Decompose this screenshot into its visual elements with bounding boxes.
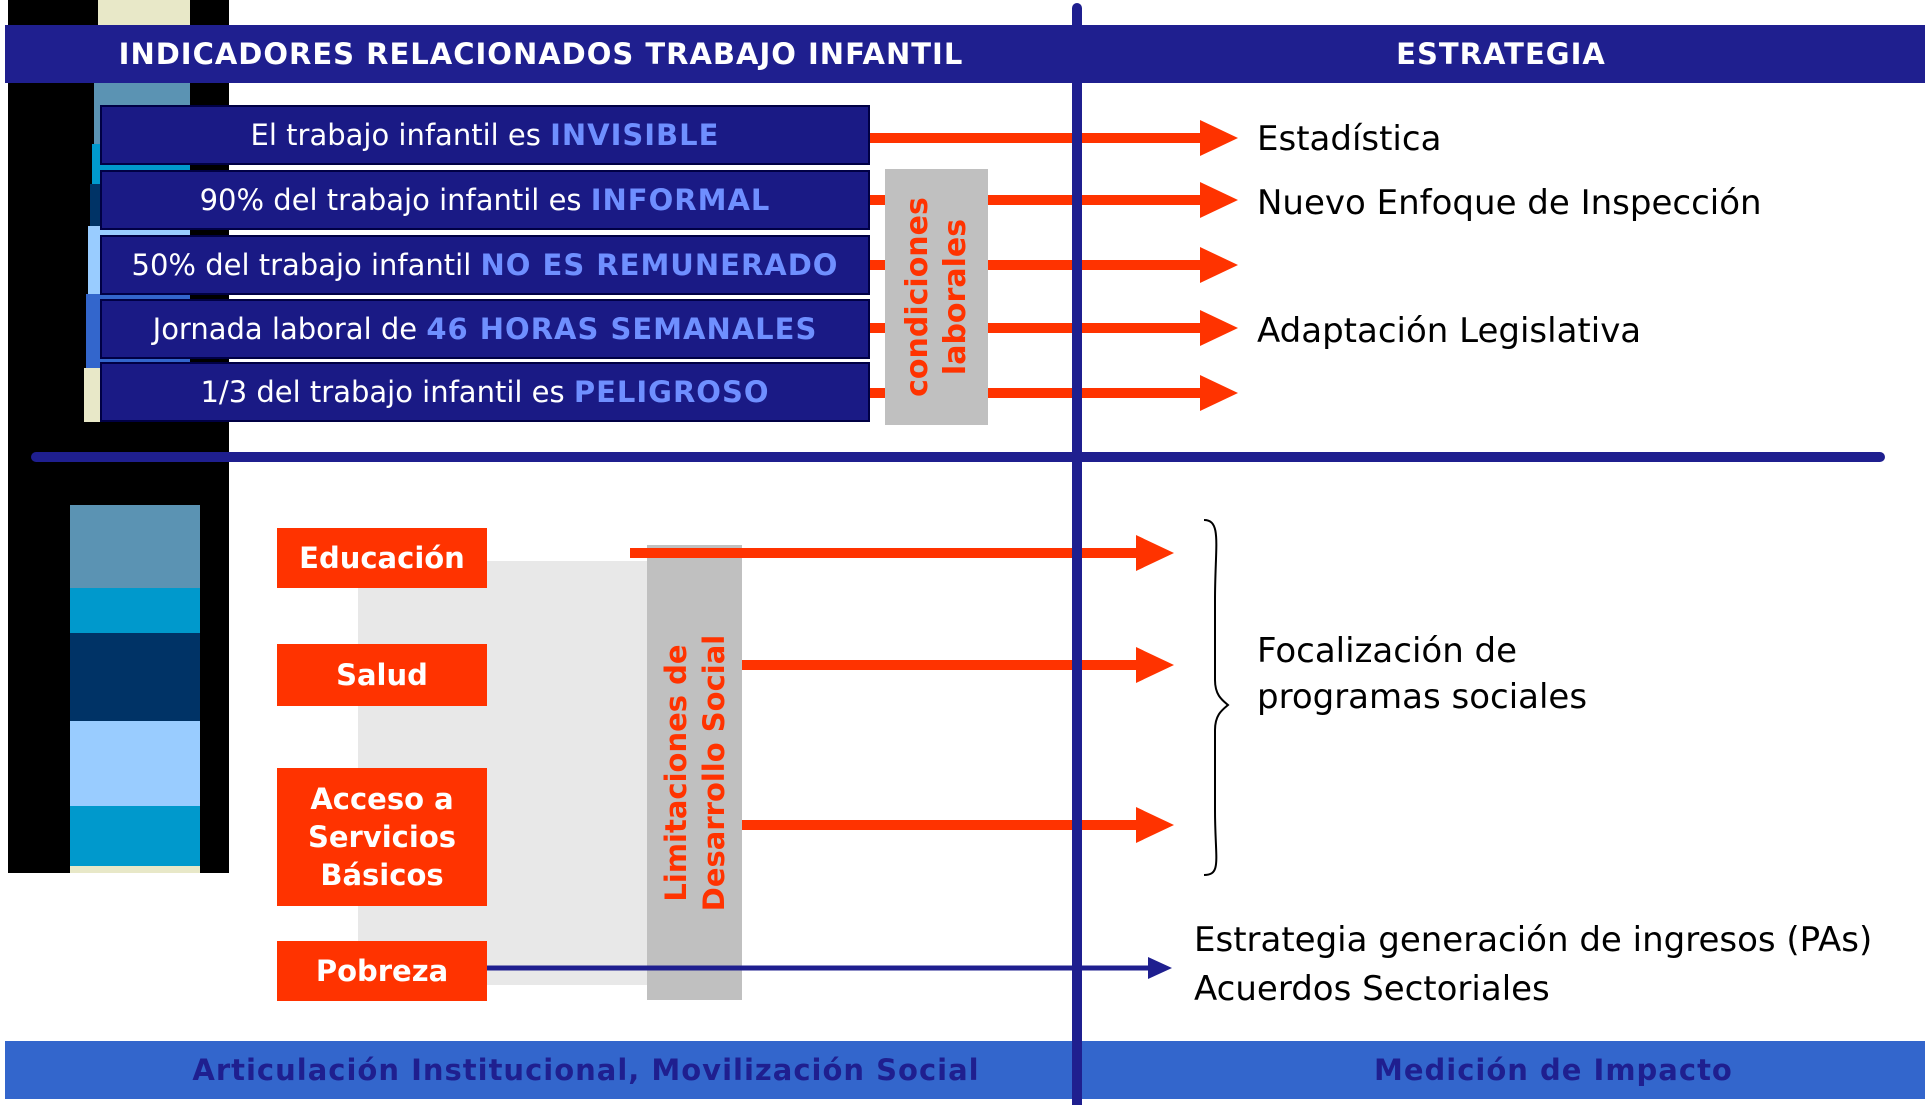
strategy-adaptacion: Adaptación Legislativa xyxy=(1257,311,1642,351)
indicator-prefix: El trabajo infantil es xyxy=(250,118,551,152)
header-right: ESTRATEGIA xyxy=(1077,25,1925,83)
strategy-acuerdos: Acuerdos Sectoriales xyxy=(1194,969,1550,1009)
factor-salud: Salud xyxy=(277,644,487,706)
strip-band-12 xyxy=(70,866,200,873)
factor-pobreza-label: Pobreza xyxy=(315,954,449,988)
vertical-divider-footer xyxy=(1072,1030,1082,1105)
indicator-prefix: 90% del trabajo infantil es xyxy=(199,183,591,217)
strategy-ingresos: Estrategia generación de ingresos (PAs) xyxy=(1194,920,1873,960)
header-right-title: ESTRATEGIA xyxy=(1396,37,1606,71)
footer-left: Articulación Institucional, Movilización… xyxy=(5,1041,1167,1099)
factor-acceso-line3: Básicos xyxy=(320,858,444,892)
indicator-invisible: El trabajo infantil es INVISIBLE xyxy=(100,105,870,165)
indicator-prefix: Jornada laboral de xyxy=(152,312,427,346)
strip-band-8 xyxy=(70,588,200,633)
factor-acceso-line1: Acceso a xyxy=(310,782,454,816)
footer-left-label: Articulación Institucional, Movilización… xyxy=(192,1053,980,1087)
indicator-horas: Jornada laboral de 46 HORAS SEMANALES xyxy=(100,299,870,359)
strip-band-7 xyxy=(70,505,200,593)
header-left: INDICADORES RELACIONADOS TRABAJO INFANTI… xyxy=(5,25,1077,83)
strip-band-9 xyxy=(70,633,200,721)
indicator-highlight: INVISIBLE xyxy=(550,118,720,152)
factor-educacion: Educación xyxy=(277,528,487,588)
strip-band-11 xyxy=(70,806,200,866)
indicator-highlight: PELIGROSO xyxy=(573,375,770,409)
condiciones-laborales-box: condiciones laborales xyxy=(885,169,988,425)
indicator-highlight: INFORMAL xyxy=(590,183,771,217)
strategy-focalizacion-line1: Focalización de xyxy=(1257,631,1518,671)
factor-acceso-line2: Servicios xyxy=(307,820,457,854)
strategy-focalizacion: Focalización de programas sociales xyxy=(1257,628,1587,720)
strategy-estadistica: Estadística xyxy=(1257,119,1442,159)
strategy-focalizacion-line2: programas sociales xyxy=(1257,677,1588,717)
indicator-highlight: NO ES REMUNERADO xyxy=(480,248,839,282)
factor-pobreza: Pobreza xyxy=(277,941,487,1001)
strip-band-10 xyxy=(70,721,200,806)
factor-acceso: Acceso a Servicios Básicos xyxy=(277,768,487,906)
limitaciones-box: Limitaciones de Desarrollo Social xyxy=(647,545,742,1000)
indicator-prefix: 1/3 del trabajo infantil es xyxy=(200,375,574,409)
indicator-prefix: 50% del trabajo infantil xyxy=(131,248,481,282)
strategy-inspeccion: Nuevo Enfoque de Inspección xyxy=(1257,183,1762,223)
footer-right: Medición de Impacto xyxy=(1167,1041,1925,1099)
header-left-title: INDICADORES RELACIONADOS TRABAJO INFANTI… xyxy=(118,37,964,71)
indicator-peligroso: 1/3 del trabajo infantil es PELIGROSO xyxy=(100,362,870,422)
footer-right-label: Medición de Impacto xyxy=(1374,1053,1733,1087)
indicator-informal: 90% del trabajo infantil es INFORMAL xyxy=(100,170,870,230)
curly-brace xyxy=(1203,519,1230,876)
indicator-no-remunerado: 50% del trabajo infantil NO ES REMUNERAD… xyxy=(100,235,870,295)
factor-educacion-label: Educación xyxy=(299,541,465,575)
factor-salud-label: Salud xyxy=(336,658,428,692)
indicator-highlight: 46 HORAS SEMANALES xyxy=(426,312,818,346)
